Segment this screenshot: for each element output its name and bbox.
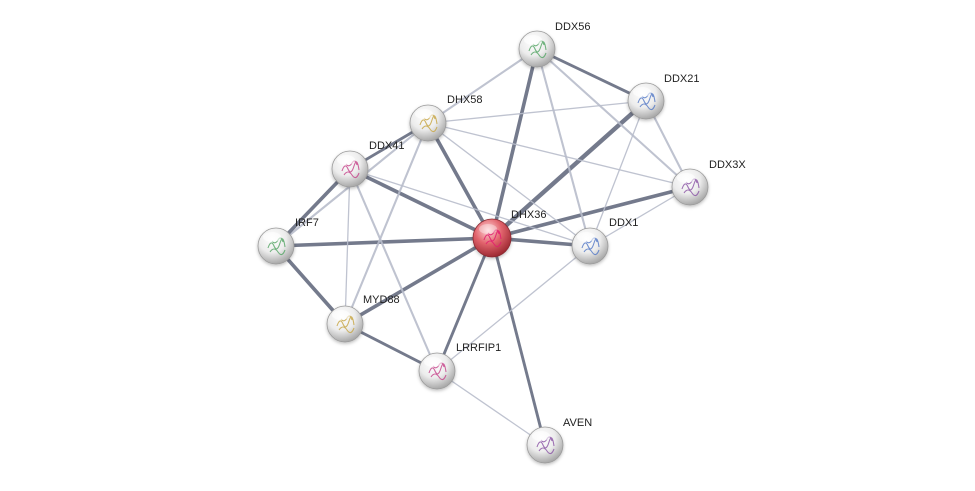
edge-ddx41-lrrfip1[interactable]: [348, 167, 439, 373]
edge-dhx36-lrrfip1[interactable]: [435, 236, 494, 373]
node-label-irf7: IRF7: [295, 217, 319, 229]
edge-dhx36-myd88[interactable]: [343, 236, 494, 326]
edge-dhx58-ddx3x[interactable]: [427, 122, 691, 188]
node-dhx36[interactable]: DHX36: [472, 209, 546, 258]
node-label-ddx1: DDX1: [609, 217, 638, 229]
node-label-ddx21: DDX21: [664, 73, 699, 85]
node-myd88[interactable]: MYD88: [326, 294, 400, 343]
edge-dhx36-aven[interactable]: [490, 236, 547, 447]
edge-dhx36-irf7[interactable]: [274, 236, 494, 248]
node-ddx41[interactable]: DDX41: [331, 140, 404, 188]
edge-lrrfip1-aven[interactable]: [436, 370, 546, 446]
node-label-dhx36: DHX36: [511, 209, 546, 221]
edge-ddx3x-ddx1[interactable]: [589, 186, 691, 247]
node-irf7[interactable]: IRF7: [257, 217, 319, 265]
node-highlight: [332, 310, 350, 320]
edge-lrrfip1-ddx1[interactable]: [436, 245, 591, 372]
node-label-lrrfip1: LRRFIP1: [456, 342, 501, 354]
node-highlight: [337, 155, 355, 165]
node-ddx1[interactable]: DDX1: [571, 217, 638, 265]
node-ddx56[interactable]: DDX56: [518, 21, 590, 68]
node-highlight: [633, 87, 651, 97]
protein-structure-icon: [483, 229, 502, 248]
node-highlight: [479, 224, 497, 234]
edge-ddx21-dhx58[interactable]: [427, 100, 647, 124]
node-highlight: [424, 357, 442, 367]
node-label-aven: AVEN: [563, 417, 592, 429]
edge-ddx21-ddx1[interactable]: [589, 100, 647, 247]
node-label-ddx41: DDX41: [369, 140, 404, 152]
edge-ddx56-ddx1[interactable]: [535, 47, 592, 248]
edge-ddx41-myd88[interactable]: [344, 168, 351, 325]
edge-ddx56-dhx58[interactable]: [426, 47, 539, 125]
node-aven[interactable]: AVEN: [526, 417, 592, 464]
node-highlight: [577, 232, 595, 242]
edge-dhx36-ddx41[interactable]: [348, 167, 494, 240]
node-ddx3x[interactable]: DDX3X: [671, 159, 746, 206]
node-highlight: [524, 35, 542, 45]
node-dhx58[interactable]: DHX58: [409, 94, 482, 142]
node-lrrfip1[interactable]: LRRFIP1: [418, 342, 501, 390]
node-bubble[interactable]: [472, 218, 512, 258]
edge-dhx58-ddx1[interactable]: [427, 122, 591, 247]
edge-ddx56-ddx3x[interactable]: [535, 47, 692, 189]
edge-dhx58-myd88[interactable]: [343, 121, 430, 326]
edge-dhx36-ddx3x[interactable]: [490, 185, 692, 240]
node-highlight: [263, 232, 281, 242]
node-highlight: [677, 173, 695, 183]
node-label-dhx58: DHX58: [447, 94, 482, 106]
node-ddx21[interactable]: DDX21: [627, 73, 699, 120]
node-label-ddx3x: DDX3X: [709, 159, 746, 171]
node-label-myd88: MYD88: [363, 294, 400, 306]
node-highlight: [415, 109, 433, 119]
edge-ddx56-ddx21[interactable]: [535, 47, 648, 103]
edge-dhx36-dhx58[interactable]: [426, 121, 494, 240]
node-highlight: [532, 431, 550, 441]
edge-ddx41-ddx1[interactable]: [349, 168, 591, 247]
node-label-ddx56: DDX56: [555, 21, 590, 33]
